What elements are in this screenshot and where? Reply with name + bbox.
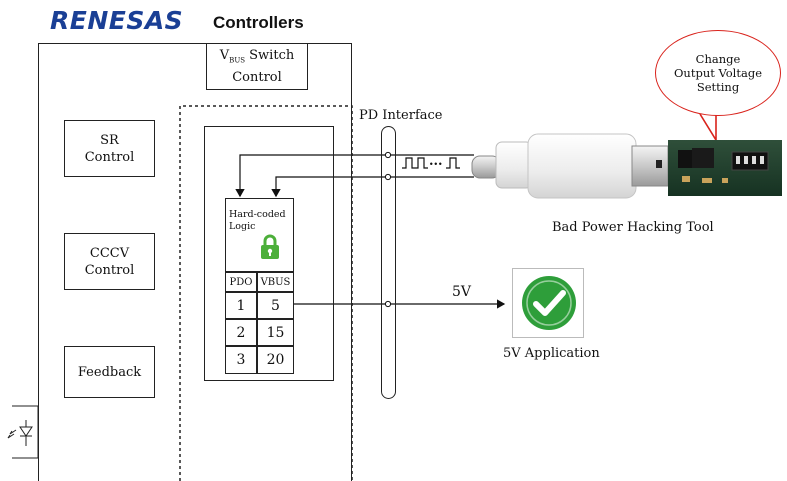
- vbus-switch-label: VBUS Switch Control: [219, 47, 295, 86]
- dotted-boundary: [179, 105, 353, 481]
- feedback-box: Feedback: [64, 346, 155, 398]
- pdo-header: PDO: [225, 272, 257, 292]
- pdo-cell: 3: [225, 346, 257, 374]
- lock-icon: [261, 234, 279, 259]
- node-cc1: [384, 151, 392, 159]
- pd-interface-label: PD Interface: [359, 108, 443, 123]
- led-wire: [12, 405, 38, 459]
- pdo-cell: 2: [225, 319, 257, 346]
- vbus-cell: 20: [257, 346, 294, 374]
- vbus-switch-box: VBUS Switch Control: [206, 43, 308, 90]
- checkmark-icon: [522, 276, 576, 330]
- cc-wire-2: [271, 176, 388, 198]
- cc-wire-1: [235, 154, 388, 198]
- application-label: 5V Application: [503, 346, 600, 361]
- usb-hacking-tool: [470, 120, 784, 206]
- output-voltage-label: 5V: [452, 284, 472, 300]
- pulse-dots: ...: [429, 154, 443, 169]
- vbus-cell: 15: [257, 319, 294, 346]
- usb-device-icon: [471, 133, 782, 199]
- application-box: [512, 268, 584, 338]
- node-vbus: [384, 300, 392, 308]
- renesas-logo: RENESAS: [50, 6, 184, 35]
- logic-container: [204, 126, 334, 381]
- vbus-header: VBUS: [257, 272, 294, 292]
- page-title: Controllers: [213, 13, 304, 32]
- pd-interface-bus: [381, 126, 396, 399]
- pulse-waveform-2: [446, 157, 460, 169]
- pdo-cell: 1: [225, 292, 257, 319]
- vbus-cell: 5: [257, 292, 294, 319]
- led-icon: [7, 420, 33, 446]
- node-cc2: [384, 173, 392, 181]
- pulse-waveform: [402, 157, 428, 169]
- controller-outer-box: [38, 43, 352, 481]
- tool-label: Bad Power Hacking Tool: [552, 220, 714, 235]
